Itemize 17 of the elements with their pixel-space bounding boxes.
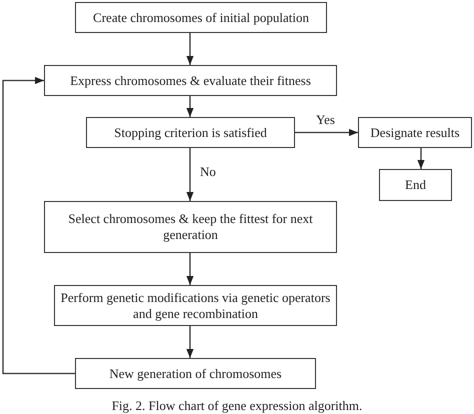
arrow — [186, 96, 194, 117]
process-box: Select chromosomes & keep the fittest for next generation — [44, 201, 337, 253]
arrow — [186, 33, 194, 65]
process-box: New generation of chromosomes — [75, 358, 316, 389]
process-box: End — [379, 169, 452, 201]
arrow — [295, 128, 358, 136]
arrow — [186, 326, 194, 358]
figure-caption: Fig. 2. Flow chart of gene expression algorithm. — [112, 398, 362, 413]
process-box: Perform genetic modifications via genetic operators and gene recombination — [54, 285, 337, 326]
arrow — [186, 148, 194, 201]
arrow — [417, 148, 425, 169]
arrow — [186, 253, 194, 285]
process-box: Stopping criterion is satisfied — [86, 117, 295, 148]
process-box: Express chromosomes & evaluate their fitness — [44, 65, 337, 96]
process-box: Create chromosomes of initial population — [75, 2, 327, 33]
process-box: Designate results — [358, 117, 472, 148]
arrow — [2, 76, 75, 374]
